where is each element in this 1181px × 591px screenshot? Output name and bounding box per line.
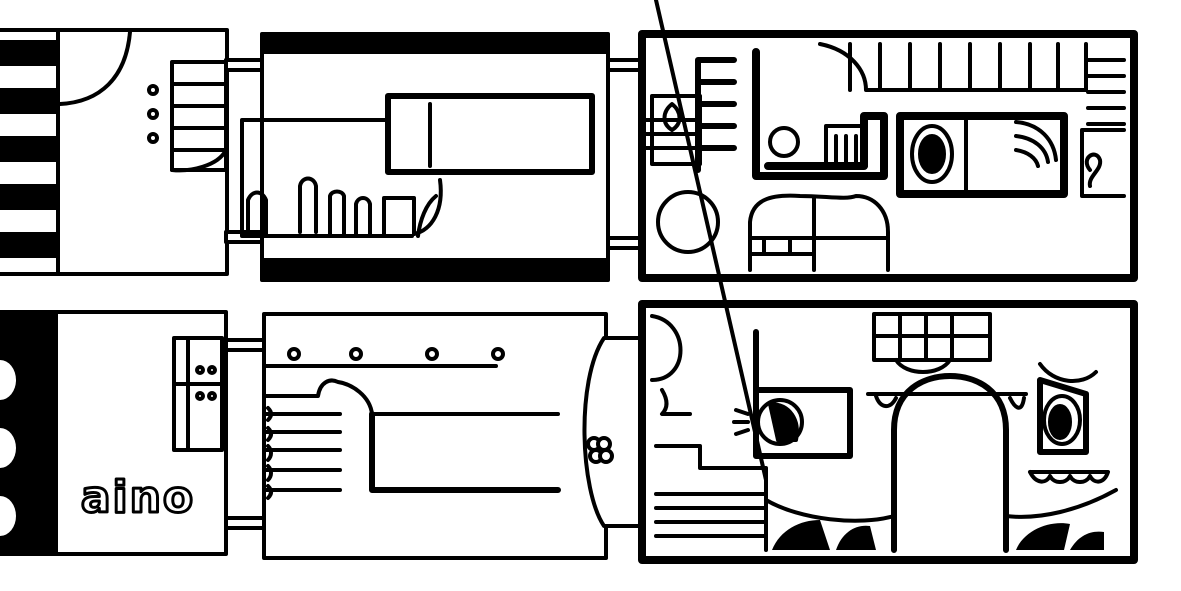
door-arc [58,30,132,106]
eye-box [896,112,1068,198]
cabinet [172,336,224,452]
panel-top-1 [0,28,229,276]
drawer-stack [170,60,228,173]
connector-top-2 [606,58,644,250]
striped-mound [772,520,1104,550]
right-eye [1037,362,1098,455]
logo-lettering: aino [81,472,195,523]
panel-top-2 [240,32,610,282]
panel-bottom-2 [262,312,608,560]
panel-top-3 [638,30,1138,282]
stairs [654,0,768,552]
connector-bottom-2 [582,336,642,528]
left-eye [732,398,804,446]
scallops [0,360,16,536]
stripes-left [0,40,56,258]
smile [1028,470,1110,484]
panel-bottom-1: aino [0,310,228,556]
arch-door [891,373,1009,553]
panel-bottom-3 [638,0,1138,564]
window-grid [818,42,1126,198]
connector-bottom-1 [224,338,266,530]
hand-shape [264,378,561,500]
